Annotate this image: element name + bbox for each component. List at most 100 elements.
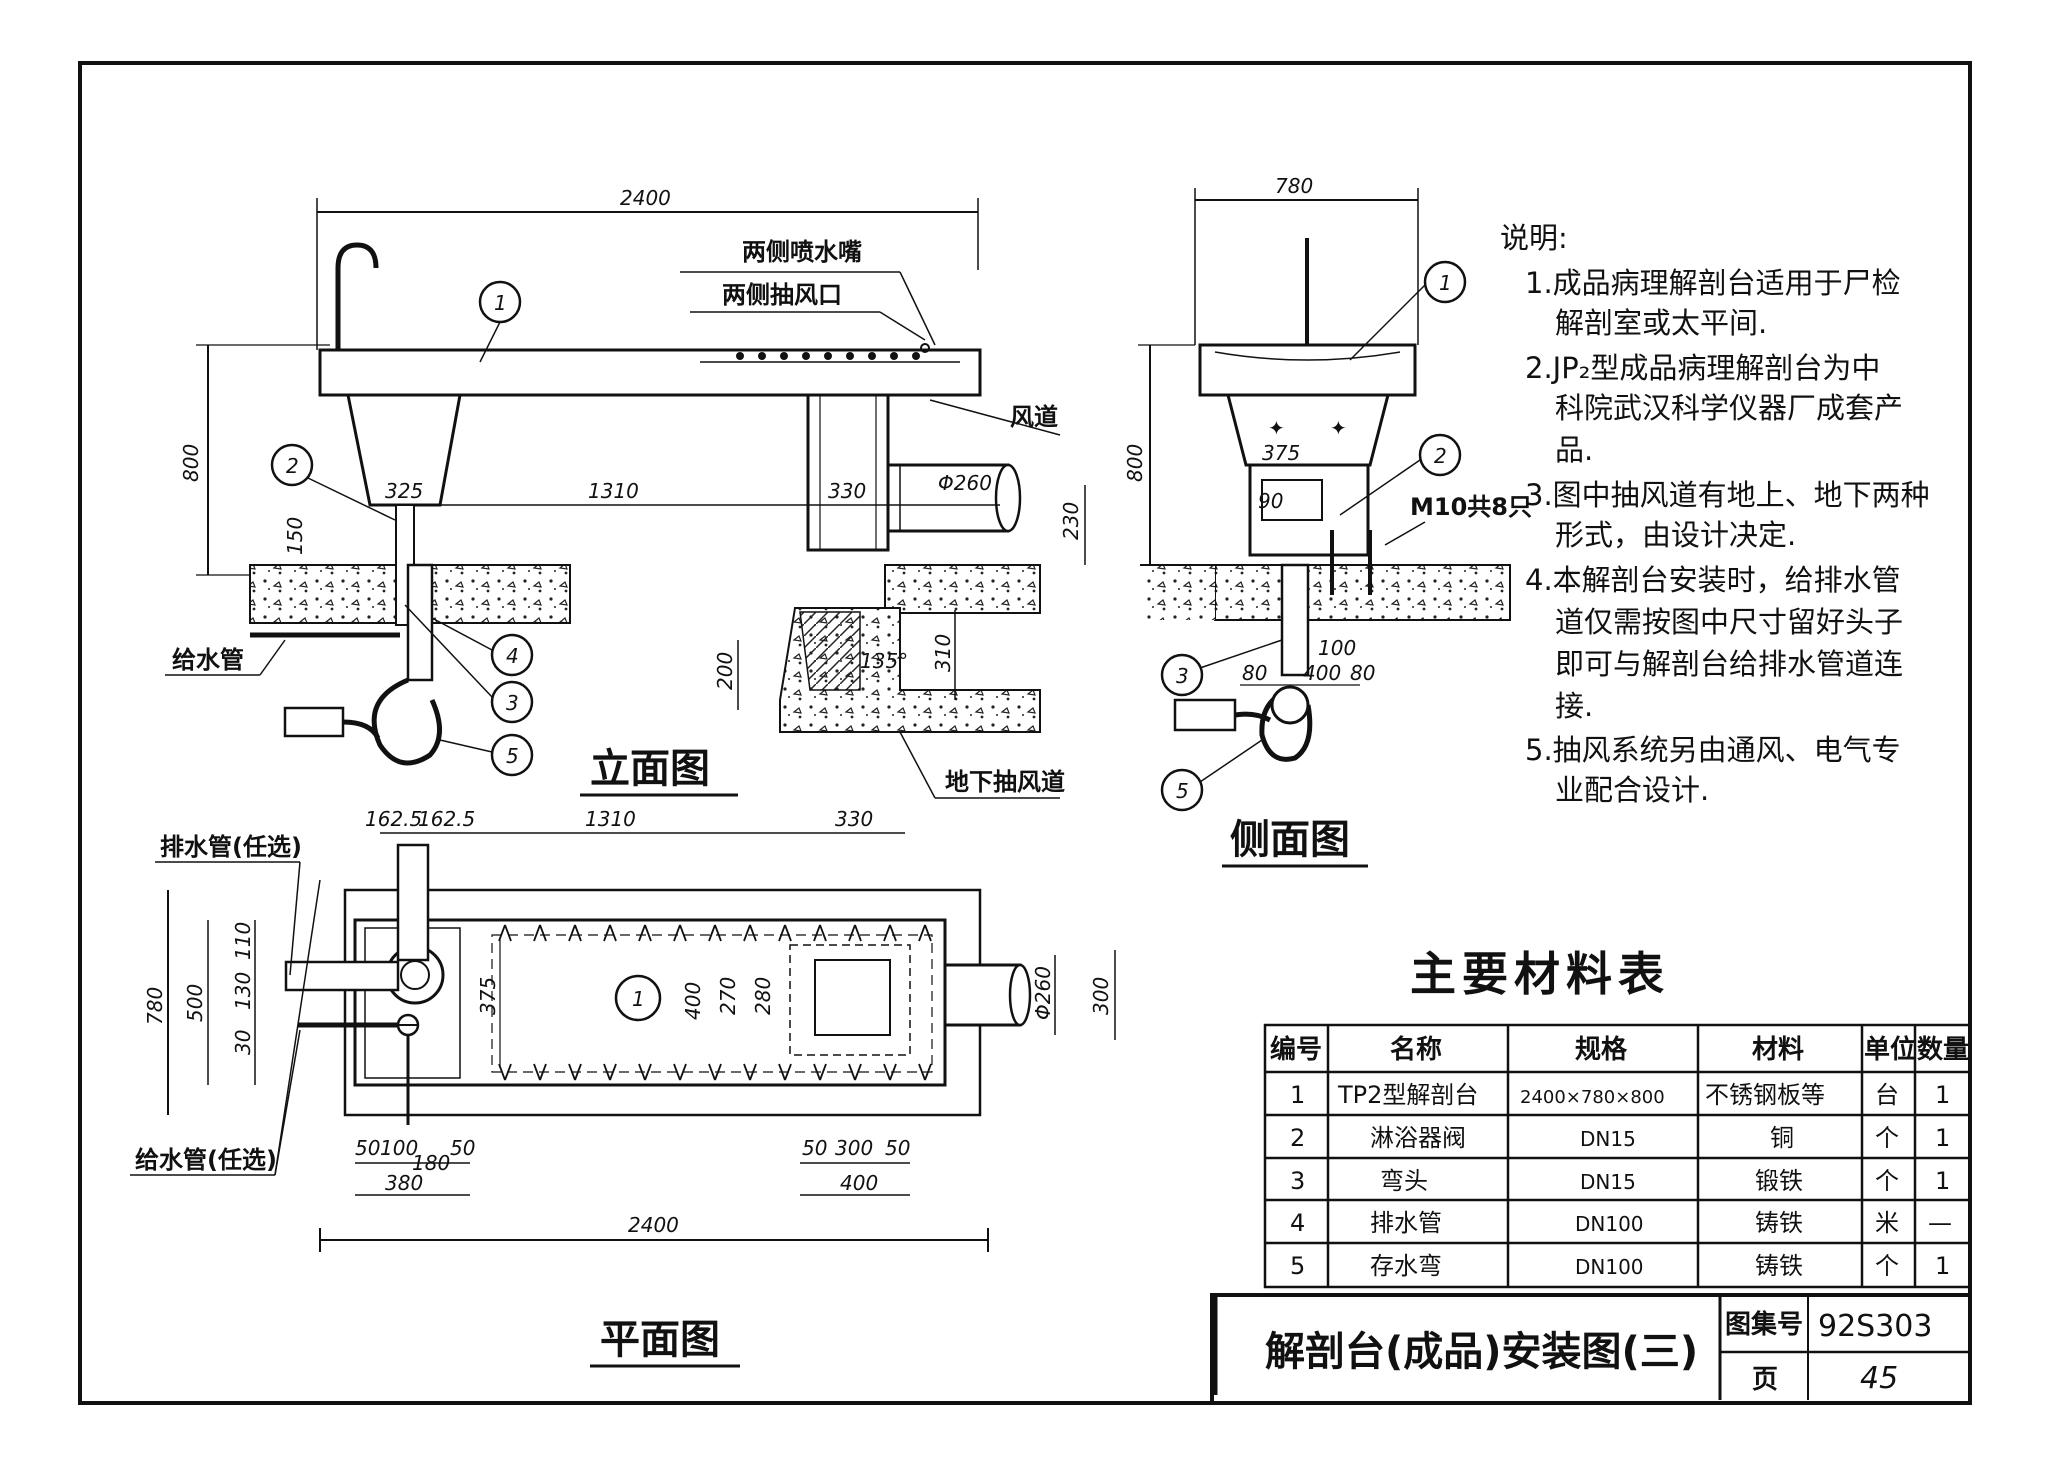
materials-table: 主要材料表 编号 名称 规格 材料 单位 数量 1 TP2型解剖台 2400×7… bbox=[1263, 947, 1972, 1289]
plan-view-title: 平面图 bbox=[600, 1317, 720, 1363]
svg-text:3: 3 bbox=[1290, 1167, 1305, 1195]
svg-text:1: 1 bbox=[494, 291, 507, 315]
plan-nozzles-top bbox=[498, 924, 932, 942]
plan-label-supply: 给水管(任选) bbox=[135, 1146, 277, 1174]
side-label-bolts: M10共8只 bbox=[1410, 493, 1532, 521]
elev-callout-2: 2 bbox=[270, 443, 396, 521]
note-line-13: 业配合设计. bbox=[1555, 773, 1709, 807]
elev-exhaust-column bbox=[806, 393, 890, 552]
svg-text:2: 2 bbox=[286, 454, 299, 478]
mat-row-5: 5 存水弯 DN100 铸铁 个 1 bbox=[1290, 1252, 1950, 1280]
plan-dim-b50b: 50 bbox=[450, 1136, 475, 1160]
note-line-11: 接. bbox=[1555, 689, 1593, 723]
elev-label-exhaust: 两侧抽风口 bbox=[722, 281, 842, 309]
plan-drain-pipe bbox=[396, 843, 430, 962]
plan-dim-c400: 400 bbox=[840, 1171, 878, 1195]
elev-drain-out bbox=[283, 706, 345, 738]
side-callout-3: 3 bbox=[1160, 639, 1283, 697]
svg-text:存水弯: 存水弯 bbox=[1370, 1252, 1442, 1280]
svg-text:1: 1 bbox=[632, 987, 645, 1011]
elev-nozzles bbox=[736, 343, 930, 360]
mat-header-spec: 规格 bbox=[1575, 1034, 1628, 1065]
mat-row-2: 2 淋浴器阀 DN15 铜 个 1 bbox=[1290, 1124, 1950, 1152]
plan-nozzles-bottom bbox=[498, 1063, 932, 1081]
note-line-4: 科院武汉科学仪器厂成套产 bbox=[1555, 391, 1903, 425]
plan-view: 162.5 162.5 1310 330 780 500 bbox=[130, 807, 1116, 1368]
plan-dim-c300: 300 bbox=[835, 1136, 873, 1160]
svg-text:1: 1 bbox=[1935, 1124, 1950, 1152]
svg-text:1: 1 bbox=[1935, 1081, 1950, 1109]
plan-dim-110: 110 bbox=[231, 922, 255, 960]
svg-text:✦: ✦ bbox=[1330, 416, 1347, 440]
plan-dim-b50a: 50 bbox=[355, 1136, 380, 1160]
elev-table-top bbox=[318, 348, 982, 397]
plan-dim-2400: 2400 bbox=[628, 1213, 679, 1237]
svg-text:1: 1 bbox=[1935, 1252, 1950, 1280]
elevation-view: 2400 800 Φ260 bbox=[165, 186, 1086, 799]
elev-dim-200: 200 bbox=[713, 652, 737, 690]
title-block-page-no: 45 bbox=[1860, 1361, 1898, 1396]
elev-dim-phi260: Φ260 bbox=[938, 471, 992, 495]
side-view-title: 侧面图 bbox=[1230, 817, 1350, 863]
elev-label-duct: 风道 bbox=[1010, 403, 1058, 431]
side-view: 780 800 ✦✦ 375 90 M10共8只 80 400 100 80 1 bbox=[1123, 174, 1532, 868]
note-line-12: 5.抽风系统另由通风、电气专 bbox=[1525, 733, 1901, 767]
elev-dim-330: 330 bbox=[828, 479, 866, 503]
mat-row-4: 4 排水管 DN100 铸铁 米 — bbox=[1290, 1209, 1952, 1237]
elev-callout-1: 1 bbox=[478, 280, 522, 363]
svg-text:TP2型解剖台: TP2型解剖台 bbox=[1337, 1081, 1478, 1109]
elev-duct-pipe bbox=[886, 463, 1010, 533]
side-drain-out bbox=[1173, 698, 1237, 732]
side-dim-400: 400 bbox=[1303, 661, 1341, 685]
svg-text:个: 个 bbox=[1875, 1167, 1899, 1195]
elev-dim-230: 230 bbox=[1059, 502, 1083, 540]
side-trap bbox=[1259, 687, 1313, 762]
svg-text:DN15: DN15 bbox=[1580, 1127, 1636, 1151]
elev-callout-3: 3 bbox=[404, 604, 534, 724]
side-callout-1: 1 bbox=[1349, 260, 1467, 361]
svg-text:2: 2 bbox=[1290, 1124, 1305, 1152]
elev-dim-2400: 2400 bbox=[620, 186, 671, 210]
plan-label-drain: 排水管(任选) bbox=[160, 833, 302, 861]
plan-dim-780: 780 bbox=[143, 987, 167, 1025]
elev-label-nozzle: 两侧喷水嘴 bbox=[742, 238, 862, 266]
plan-dim-500: 500 bbox=[183, 984, 207, 1022]
svg-text:米: 米 bbox=[1875, 1209, 1899, 1237]
svg-text:铜: 铜 bbox=[1770, 1124, 1794, 1152]
svg-text:铸铁: 铸铁 bbox=[1755, 1252, 1803, 1280]
plan-dim-400: 400 bbox=[681, 982, 705, 1020]
svg-text:5: 5 bbox=[1176, 779, 1189, 803]
title-block-atlas-no: 92S303 bbox=[1818, 1309, 1932, 1344]
svg-text:3: 3 bbox=[1176, 664, 1189, 688]
plan-dim-280: 280 bbox=[751, 977, 775, 1015]
elev-dim-325: 325 bbox=[385, 479, 423, 503]
mat-header-unit: 单位 bbox=[1864, 1034, 1916, 1065]
plan-dim-300: 300 bbox=[1089, 977, 1113, 1015]
plan-dim-1310: 1310 bbox=[585, 807, 636, 831]
note-line-7: 形式，由设计决定. bbox=[1555, 518, 1796, 552]
note-line-8: 4.本解剖台安装时，给排水管 bbox=[1525, 563, 1901, 597]
svg-text:2400×780×800: 2400×780×800 bbox=[1520, 1087, 1665, 1108]
notes-block: 说明: 1.成品病理解剖台适用于尸检 解剖室或太平间. 2.JP₂型成品病理解剖… bbox=[1500, 221, 1930, 807]
plan-dim-c50b: 50 bbox=[885, 1136, 910, 1160]
plan-dim-1625b: 162.5 bbox=[418, 807, 475, 831]
mat-header-no: 编号 bbox=[1270, 1034, 1322, 1065]
note-line-6: 3.图中抽风道有地上、地下两种 bbox=[1525, 478, 1930, 512]
side-dim-80a: 80 bbox=[1242, 661, 1267, 685]
mat-header-qty: 数量 bbox=[1917, 1035, 1969, 1065]
elev-faucet bbox=[335, 242, 379, 350]
note-line-5: 品. bbox=[1555, 433, 1593, 467]
materials-title: 主要材料表 bbox=[1410, 947, 1670, 1001]
mat-header-name: 名称 bbox=[1390, 1034, 1442, 1065]
svg-text:淋浴器阀: 淋浴器阀 bbox=[1370, 1124, 1466, 1152]
svg-text:锻铁: 锻铁 bbox=[1755, 1167, 1803, 1195]
elev-dim-800: 800 bbox=[179, 444, 203, 482]
elev-dim-310: 310 bbox=[931, 634, 955, 672]
plan-dim-c50a: 50 bbox=[802, 1136, 827, 1160]
elev-callout-4: 4 bbox=[431, 617, 534, 677]
elev-callout-5: 5 bbox=[439, 733, 534, 777]
side-floor bbox=[1214, 564, 1511, 621]
mat-row-1: 1 TP2型解剖台 2400×780×800 不锈钢板等 台 1 bbox=[1290, 1081, 1950, 1109]
svg-text:5: 5 bbox=[506, 744, 519, 768]
